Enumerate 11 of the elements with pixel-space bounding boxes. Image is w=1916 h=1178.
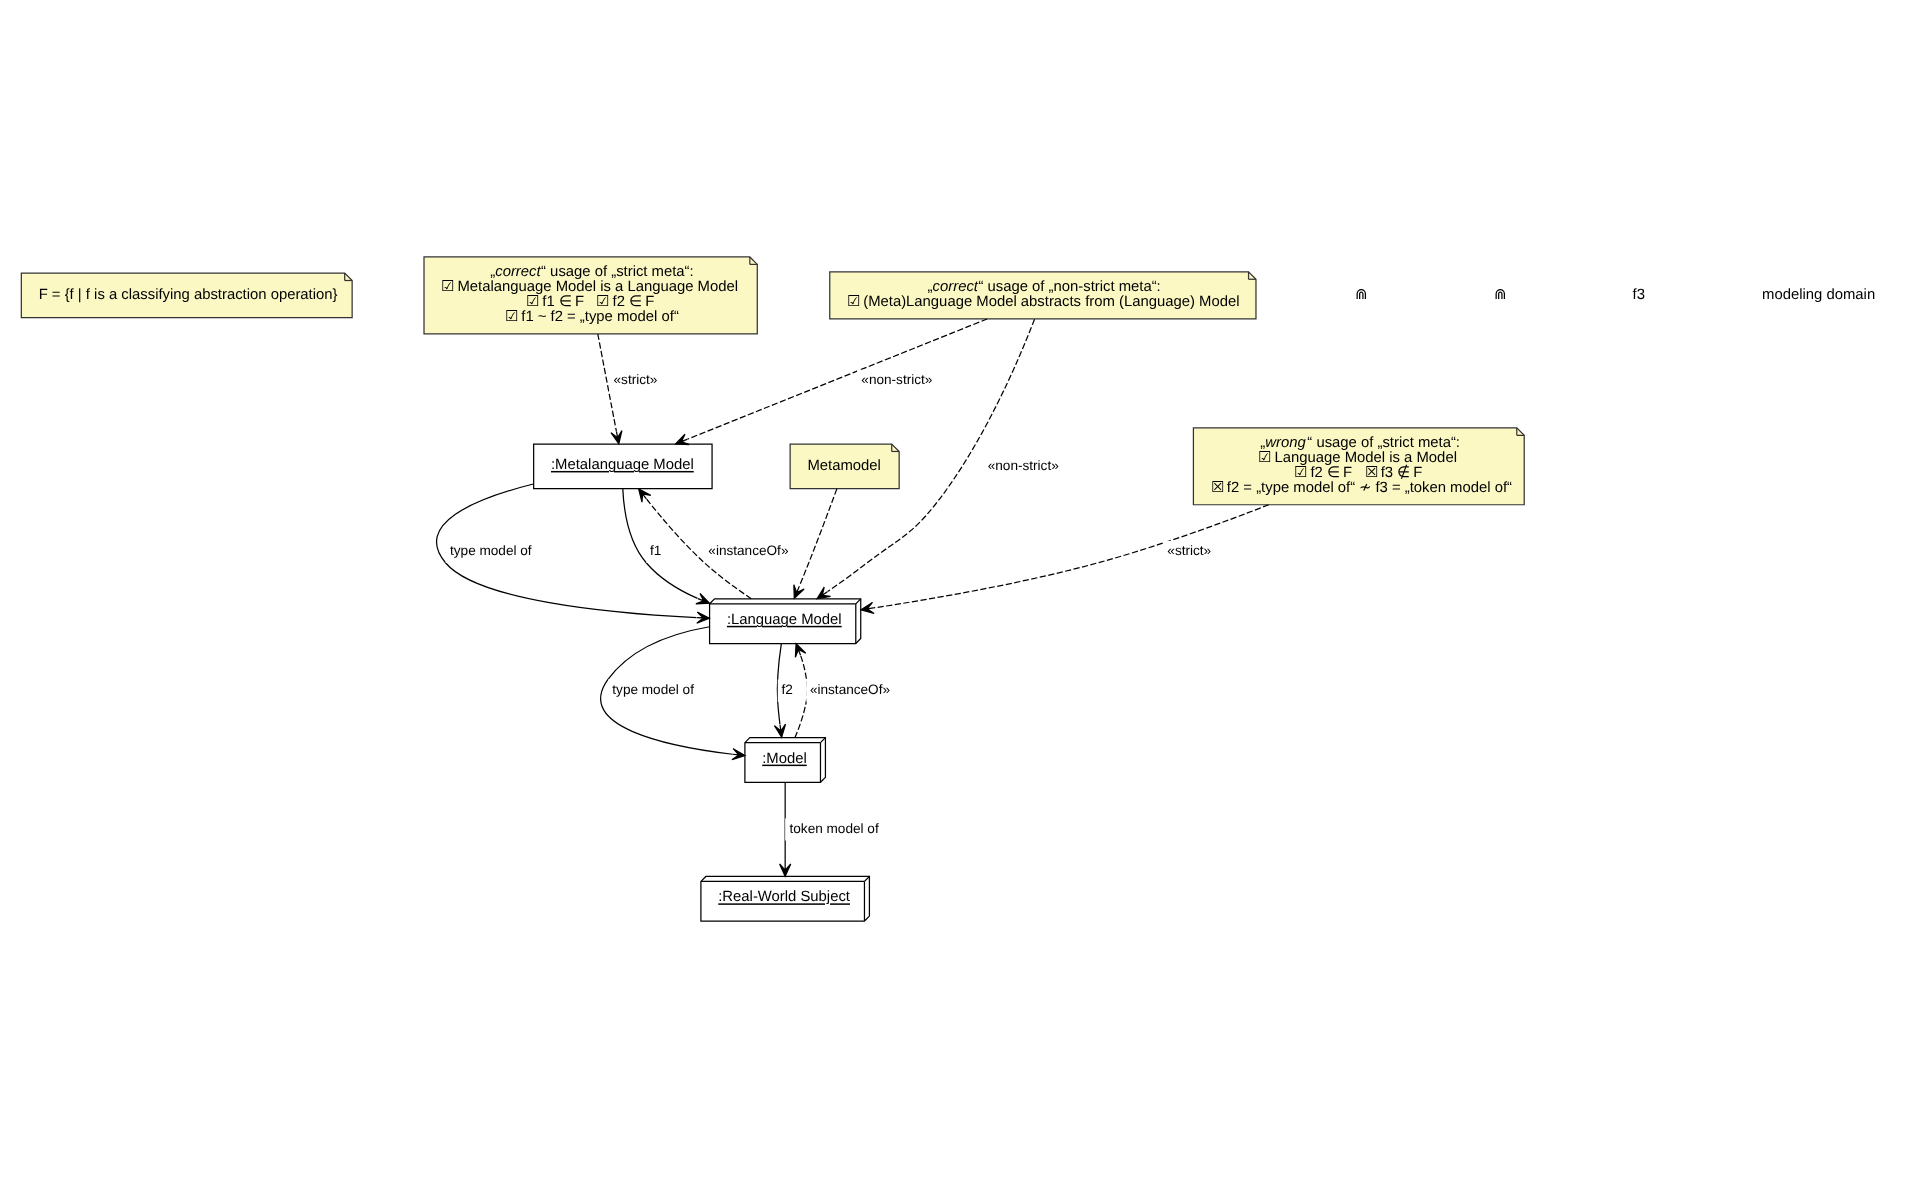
arrow [638, 488, 752, 600]
arrow [793, 488, 838, 599]
arrow [674, 318, 988, 446]
arrow [600, 626, 746, 761]
arrow [860, 504, 1270, 615]
arrow [773, 643, 787, 738]
arrow [794, 643, 808, 739]
arrow [597, 333, 623, 445]
arrow [622, 488, 711, 605]
arrow [436, 483, 711, 624]
arrow [816, 318, 1036, 600]
